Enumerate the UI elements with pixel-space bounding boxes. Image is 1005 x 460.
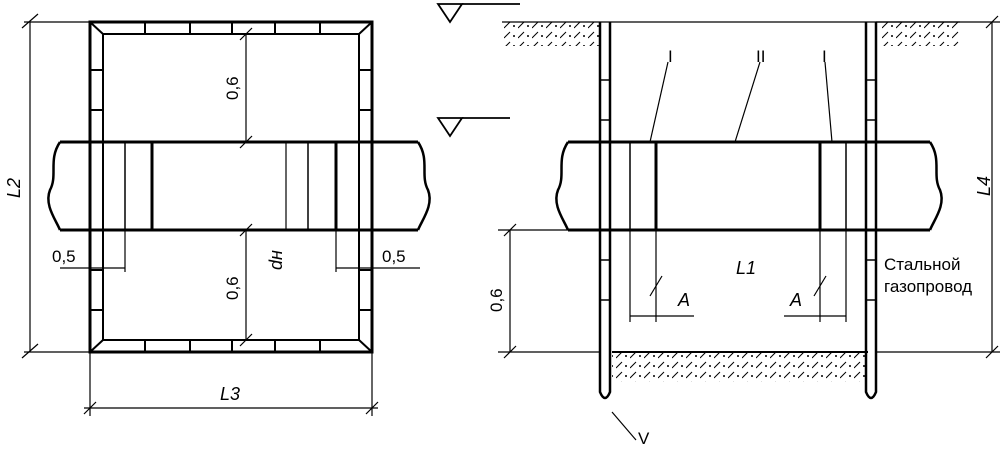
brick-joints [90, 22, 372, 352]
level-marks [436, 3, 520, 138]
dim-bottom-label: 0,6 [223, 276, 242, 300]
dim-top-label: 0,6 [223, 76, 242, 100]
width-dimension [83, 352, 379, 416]
rod-ticks [600, 79, 876, 301]
total-height-label: L4 [974, 176, 994, 196]
pipe-plan [47, 140, 431, 232]
rod-label: V [638, 429, 650, 448]
pipe-section [555, 140, 943, 232]
a-dimensions [629, 230, 847, 322]
note-line-2: газопровод [884, 277, 972, 296]
height-label: L2 [4, 178, 24, 198]
chamber-wall-outer [88, 20, 374, 354]
soil-top-right [880, 22, 960, 46]
diameter-label: dн [266, 250, 286, 270]
length-label: L1 [736, 258, 756, 278]
rods [598, 22, 878, 400]
leaders [611, 61, 833, 441]
width-label: L3 [220, 384, 240, 404]
height-dimension [21, 13, 90, 359]
total-height-dimension [876, 15, 1000, 359]
section-height-label: 0,6 [487, 288, 506, 312]
a-label-left: A [677, 290, 690, 310]
soil-bottom [612, 352, 868, 382]
marker-1-right: I [822, 47, 827, 66]
offset-dimensions [60, 230, 420, 272]
right-view: I II I A A L1 0,6 [436, 3, 1000, 448]
marker-2: II [756, 47, 765, 66]
wall-corners [89, 21, 373, 353]
offset-left-label: 0,5 [52, 247, 76, 266]
section-height-dimension [498, 223, 600, 359]
soil-top-left [502, 22, 602, 46]
marker-1-left: I [668, 47, 673, 66]
vertical-dimensions [239, 27, 287, 347]
left-view: 0,6 0,6 dн L2 L3 0,5 0,5 [4, 13, 431, 416]
offset-right-label: 0,5 [382, 247, 406, 266]
note-line-1: Стальной [884, 255, 960, 274]
a-label-right: A [789, 290, 802, 310]
